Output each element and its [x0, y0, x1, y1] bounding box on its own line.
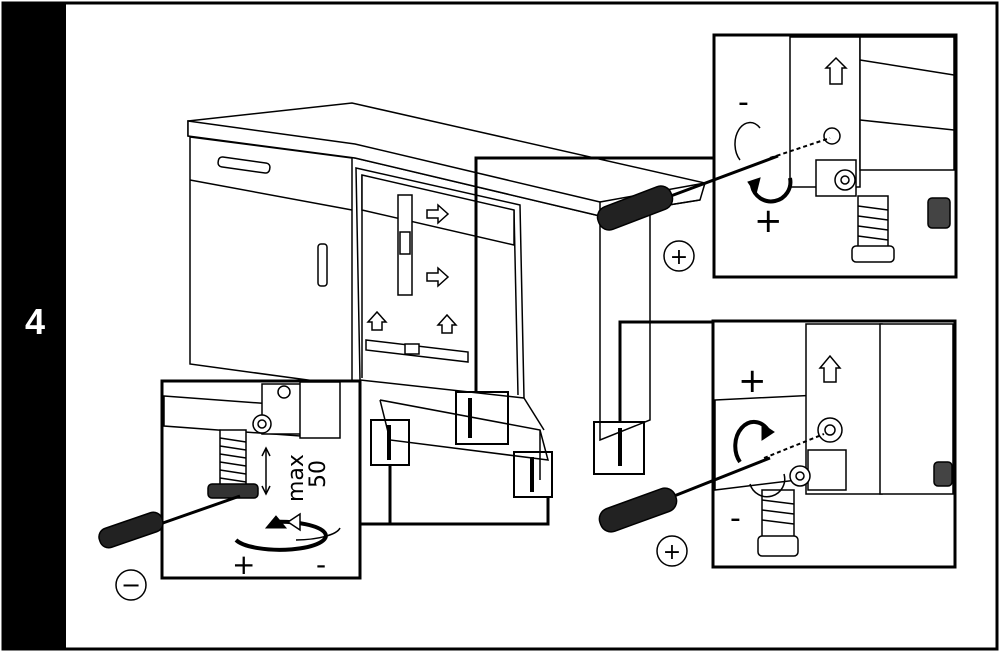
- step-number: 4: [24, 301, 46, 342]
- arrow-up-icon: [366, 310, 388, 331]
- plus-label: +: [754, 201, 783, 241]
- svg-text:+: +: [663, 540, 681, 565]
- plus-marker-icon: +: [663, 240, 695, 272]
- detail-box-center: [455, 391, 509, 445]
- base-frame: [379, 399, 550, 461]
- plus-marker-icon: +: [656, 535, 688, 567]
- rotation-arrow-icon: [734, 121, 793, 204]
- threaded-leg: [207, 429, 259, 499]
- detail-markers: [370, 391, 645, 498]
- svg-text:−: −: [121, 571, 141, 599]
- max-value: 50: [306, 460, 331, 488]
- rotation-arrow-icon: [234, 512, 341, 552]
- step-bar: [4, 4, 66, 648]
- arrow-up-icon: [436, 313, 458, 334]
- drawer-handle: [217, 156, 271, 174]
- arrow-right-icon: [426, 266, 450, 288]
- svg-text:+: +: [670, 245, 688, 270]
- door-handle: [317, 243, 328, 287]
- minus-label: -: [738, 85, 749, 120]
- plus-label: +: [232, 548, 255, 581]
- minus-label: -: [730, 501, 741, 536]
- threaded-leg: [851, 195, 951, 263]
- max-label: max: [284, 454, 309, 502]
- threaded-leg: [757, 461, 953, 557]
- screwdriver-icon: [598, 456, 771, 533]
- zoom-top-right: - +: [596, 33, 958, 279]
- screwdriver-icon: [596, 154, 779, 231]
- zoom-bottom-right: + -: [598, 319, 957, 569]
- kitchen-cabinet: [187, 102, 706, 442]
- minus-marker-icon: −: [115, 569, 147, 601]
- zoom-left: max 50 + -: [98, 379, 362, 581]
- direction-arrows: [366, 203, 458, 334]
- screwdriver-icon: [98, 494, 241, 549]
- plus-label: +: [738, 361, 767, 401]
- rotation-arrow-icon: [733, 419, 786, 498]
- minus-label: -: [316, 548, 326, 581]
- leader-lines: [360, 156, 714, 526]
- arrow-right-icon: [426, 203, 450, 225]
